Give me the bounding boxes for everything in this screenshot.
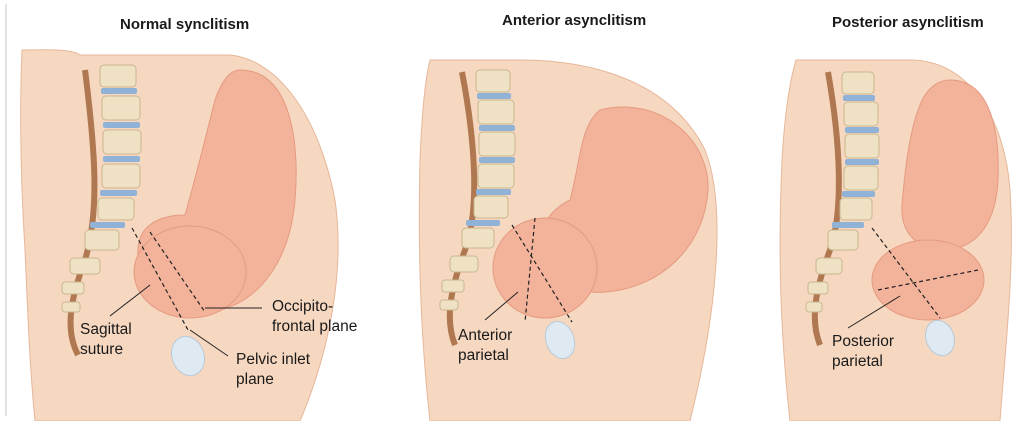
panel-posterior-asynclitism: Posterior asynclitism Posterior (760, 0, 1018, 421)
posterior-asynclitism-illustration (760, 0, 1018, 421)
anterior-label-2: parietal (458, 346, 509, 365)
pelvic-label-1: Pelvic inlet (236, 350, 310, 369)
sagittal-label-1: Sagittal (80, 320, 132, 339)
anterior-asynclitism-illustration (390, 0, 720, 421)
fetal-head (493, 218, 597, 318)
occipito-label-1: Occipito- (272, 297, 333, 316)
panel-normal-synclitism: Normal synclitism (0, 0, 390, 421)
panel-anterior-asynclitism: Anterior asynclitism Anterior (390, 0, 720, 421)
fetal-head (134, 226, 246, 318)
posterior-label-1: Posterior (832, 332, 894, 351)
anterior-label-1: Anterior (458, 326, 512, 345)
posterior-label-2: parietal (832, 352, 883, 371)
normal-synclitism-illustration (0, 0, 390, 421)
occipito-label-2: frontal plane (272, 317, 357, 336)
pelvic-label-2: plane (236, 370, 274, 389)
sagittal-label-2: suture (80, 340, 123, 359)
